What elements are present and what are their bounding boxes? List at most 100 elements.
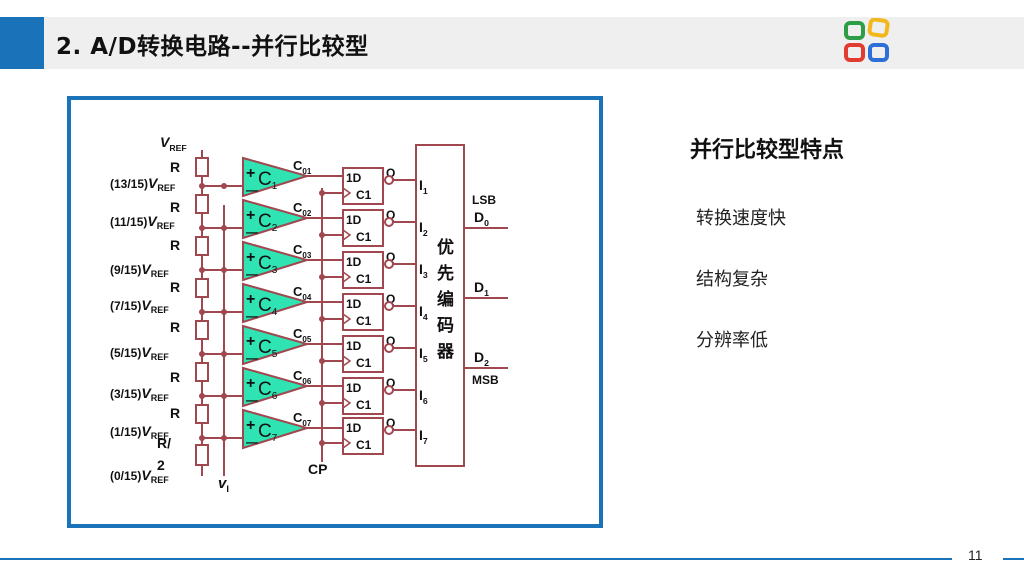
flip-flop-box bbox=[342, 335, 384, 373]
comparator-minus-sign: — bbox=[246, 225, 258, 239]
junction-dot bbox=[221, 225, 227, 231]
comparator-triangle bbox=[242, 408, 311, 450]
flip-flop-box bbox=[342, 209, 384, 247]
resistor-label: R bbox=[170, 405, 180, 421]
flip-flop-box bbox=[342, 417, 384, 455]
comparator-label: C1 bbox=[258, 169, 278, 192]
flip-flop-d-label: 1D bbox=[346, 213, 362, 227]
junction-dot bbox=[221, 267, 227, 273]
flip-flop-c1-label: C1 bbox=[356, 356, 372, 370]
resistor bbox=[195, 278, 209, 298]
comparator-plus-sign: + bbox=[246, 333, 255, 350]
comparator-output-label: C02 bbox=[293, 200, 312, 218]
junction-dot bbox=[221, 393, 227, 399]
comparator-triangle bbox=[242, 282, 311, 324]
flip-flop-c1-label: C1 bbox=[356, 272, 372, 286]
comparator-label: C5 bbox=[258, 337, 278, 360]
junction-dot bbox=[199, 351, 205, 357]
tap-voltage-label: (1/15)VREF bbox=[110, 423, 169, 441]
comparator-minus-sign: — bbox=[246, 183, 258, 197]
slide-title: 2. A/D转换电路--并行比较型 bbox=[56, 34, 369, 60]
flip-flop-q-label: Q bbox=[386, 166, 395, 180]
vref-label: VREF bbox=[160, 134, 187, 153]
resistor-label: R bbox=[170, 199, 180, 215]
tap-voltage-label: (0/15)VREF bbox=[110, 467, 169, 485]
flip-flop-d-label: 1D bbox=[346, 421, 362, 435]
comparator-output-label: C03 bbox=[293, 242, 312, 260]
flip-flop-c1-label: C1 bbox=[356, 398, 372, 412]
junction-dot bbox=[199, 267, 205, 273]
inverter-bubble bbox=[384, 425, 394, 435]
encoder-output-label: D2 bbox=[474, 349, 489, 368]
flip-flop-d-label: 1D bbox=[346, 255, 362, 269]
flip-flop-d-label: 1D bbox=[346, 297, 362, 311]
junction-dot bbox=[319, 190, 325, 196]
junction-dot bbox=[199, 435, 205, 441]
comparator-plus-sign: + bbox=[246, 249, 255, 266]
comparator-minus-sign: — bbox=[246, 435, 258, 449]
encoder-output-label: D0 bbox=[474, 209, 489, 228]
encoder-input-label: I5 bbox=[419, 345, 428, 364]
flip-flop-q-label: Q bbox=[386, 250, 395, 264]
encoder-label-char: 器 bbox=[436, 342, 455, 361]
feature-item-structure: 结构复杂 bbox=[696, 269, 768, 290]
flip-flop-q-label: Q bbox=[386, 292, 395, 306]
comparator-plus-sign: + bbox=[246, 207, 255, 224]
junction-dot bbox=[221, 351, 227, 357]
comparator-minus-sign: — bbox=[246, 267, 258, 281]
comparator-label: C3 bbox=[258, 253, 278, 276]
bit-order-label: LSB bbox=[472, 193, 496, 207]
flip-flop-q-label: Q bbox=[386, 208, 395, 222]
inverter-bubble bbox=[384, 343, 394, 353]
comparator-plus-sign: + bbox=[246, 291, 255, 308]
junction-dot bbox=[221, 435, 227, 441]
inverter-bubble bbox=[384, 385, 394, 395]
comparator-minus-sign: — bbox=[246, 393, 258, 407]
flip-flop-box bbox=[342, 377, 384, 415]
resistor-label: R bbox=[170, 319, 180, 335]
resistor-label: R bbox=[170, 279, 180, 295]
resistor bbox=[195, 444, 209, 466]
comparator-triangle bbox=[242, 324, 311, 366]
circuit-diagram-frame bbox=[67, 96, 603, 528]
comparator-label: C7 bbox=[258, 421, 278, 444]
resistor bbox=[195, 320, 209, 340]
flip-flop-box bbox=[342, 293, 384, 331]
junction-dot bbox=[199, 309, 205, 315]
comparator-plus-sign: + bbox=[246, 417, 255, 434]
comparator-output-label: C05 bbox=[293, 326, 312, 344]
encoder-input-label: I3 bbox=[419, 261, 428, 280]
flip-flop-q-label: Q bbox=[386, 334, 395, 348]
encoder-input-label: I4 bbox=[419, 303, 428, 322]
flip-flop-box bbox=[342, 251, 384, 289]
tap-voltage-label: (3/15)VREF bbox=[110, 385, 169, 403]
comparator-output-label: C04 bbox=[293, 284, 312, 302]
comparator-output-label: C06 bbox=[293, 368, 312, 386]
tap-voltage-label: (9/15)VREF bbox=[110, 261, 169, 279]
encoder-input-label: I1 bbox=[419, 177, 428, 196]
flip-flop-d-label: 1D bbox=[346, 339, 362, 353]
flip-flop-c1-label: C1 bbox=[356, 188, 372, 202]
feature-item-speed: 转换速度快 bbox=[696, 208, 786, 229]
encoder-input-label: I7 bbox=[419, 427, 428, 446]
resistor bbox=[195, 404, 209, 424]
comparator-label: C6 bbox=[258, 379, 278, 402]
comparator-triangle bbox=[242, 366, 311, 408]
feature-item-resolution: 分辨率低 bbox=[696, 330, 768, 351]
flip-flop-q-label: Q bbox=[386, 416, 395, 430]
comparator-output-label: C07 bbox=[293, 410, 312, 428]
junction-dot bbox=[319, 358, 325, 364]
comparator-triangle bbox=[242, 240, 311, 282]
half-resistor-label: 2 bbox=[157, 457, 165, 473]
app-logo-icon bbox=[844, 18, 890, 62]
flip-flop-q-label: Q bbox=[386, 376, 395, 390]
comparator-minus-sign: — bbox=[246, 351, 258, 365]
resistor-label: R bbox=[170, 369, 180, 385]
comparator-label: C2 bbox=[258, 211, 278, 234]
header-accent-bar bbox=[0, 17, 44, 69]
tap-voltage-label: (7/15)VREF bbox=[110, 297, 169, 315]
flip-flop-c1-label: C1 bbox=[356, 314, 372, 328]
comparator-minus-sign: — bbox=[246, 309, 258, 323]
junction-dot bbox=[319, 316, 325, 322]
junction-dot bbox=[319, 232, 325, 238]
